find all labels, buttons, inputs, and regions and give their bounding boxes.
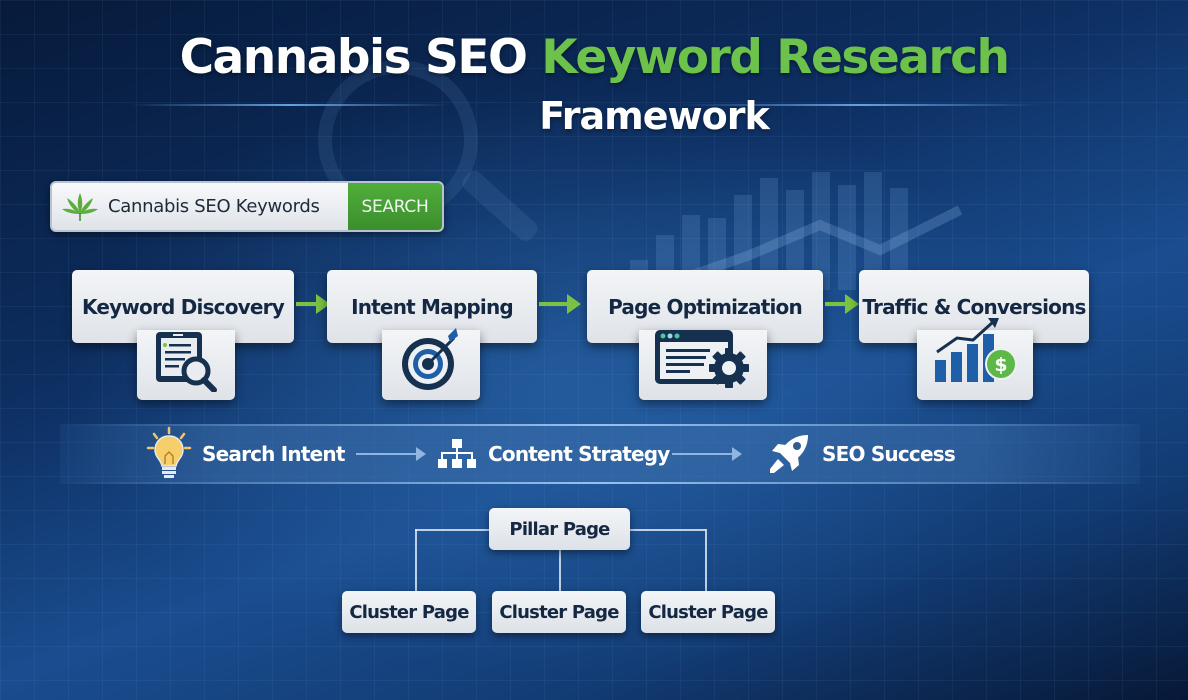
step-arrow-1 bbox=[296, 294, 330, 314]
lightbulb-icon bbox=[146, 426, 192, 478]
cannabis-leaf-icon bbox=[52, 183, 108, 230]
step-icon-tab bbox=[137, 330, 235, 400]
flow-band bbox=[60, 424, 1140, 484]
step-icon-tab bbox=[382, 328, 480, 400]
connector-right-vertical bbox=[705, 529, 707, 591]
target-icon bbox=[402, 328, 458, 390]
cluster-page-node: Cluster Page bbox=[492, 591, 626, 633]
step-icon-tab: $ bbox=[917, 318, 1033, 400]
step-arrow-2 bbox=[539, 294, 581, 314]
connector-left-vertical bbox=[415, 529, 417, 591]
flow-label: Content Strategy bbox=[488, 442, 670, 466]
flow-seo-success: SEO Success bbox=[766, 424, 956, 484]
background-magnifier-handle bbox=[459, 167, 541, 245]
rocket-icon bbox=[770, 435, 808, 473]
cluster-page-node: Cluster Page bbox=[342, 591, 476, 633]
document-search-icon bbox=[156, 332, 217, 392]
cluster-page-node: Cluster Page bbox=[641, 591, 775, 633]
flow-arrow-1 bbox=[356, 447, 426, 461]
search-bar: SEARCH bbox=[50, 181, 444, 232]
flow-content-strategy: Content Strategy bbox=[436, 424, 670, 484]
step-arrow-3 bbox=[825, 294, 859, 314]
webpage-gear-icon bbox=[655, 330, 749, 388]
flow-label: Search Intent bbox=[202, 442, 345, 466]
pillar-page-node: Pillar Page bbox=[489, 508, 630, 550]
flow-arrow-2 bbox=[672, 447, 742, 461]
flow-search-intent: Search Intent bbox=[146, 424, 345, 484]
page-title: Cannabis SEO Keyword Research bbox=[179, 30, 1010, 85]
search-input[interactable] bbox=[108, 183, 348, 230]
growth-chart-dollar-icon: $ bbox=[935, 318, 1017, 382]
sitemap-icon bbox=[438, 439, 476, 468]
svg-text:$: $ bbox=[994, 354, 1007, 376]
step-icon-tab bbox=[639, 330, 767, 400]
background-trend-line bbox=[648, 205, 963, 290]
title-divider-right bbox=[680, 104, 1040, 106]
title-divider-left bbox=[130, 104, 450, 106]
title-accent: Keyword Research bbox=[541, 30, 1010, 85]
connector-center-vertical bbox=[559, 550, 561, 592]
connector-right-horizontal bbox=[629, 529, 706, 531]
search-button[interactable]: SEARCH bbox=[348, 183, 442, 230]
flow-label: SEO Success bbox=[822, 442, 956, 466]
connector-left-horizontal bbox=[415, 529, 491, 531]
page-subtitle: Framework bbox=[539, 94, 770, 138]
